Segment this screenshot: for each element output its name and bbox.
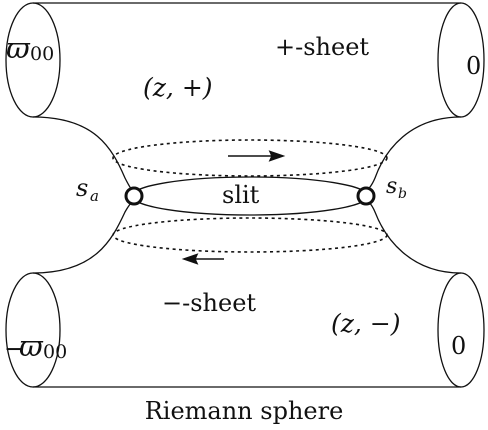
bottom-left-minus: − — [4, 334, 25, 363]
bottom-right-neck-curve — [361, 197, 462, 274]
sb-subscript: b — [398, 186, 407, 202]
top-right-zero: 0 — [466, 52, 481, 80]
top-left-varpi-subscript: 00 — [30, 43, 54, 65]
bottom-left-varpi: ϖ — [19, 329, 44, 363]
sa-label: s — [76, 174, 88, 202]
upper-dotted-loop — [112, 139, 388, 177]
top-left-varpi: ϖ — [6, 31, 31, 65]
minus-sheet-label: −-sheet — [162, 289, 256, 317]
z-plus-label: (z, +) — [143, 73, 213, 102]
bottom-left-varpi-subscript: 00 — [43, 341, 67, 363]
branch-point-sa — [124, 186, 144, 206]
right-arrow-head — [268, 150, 286, 162]
slit-label: slit — [222, 181, 260, 209]
z-minus-label: (z, −) — [331, 309, 401, 338]
left-arrow-head — [181, 253, 199, 265]
plus-sheet-label: +-sheet — [275, 33, 369, 61]
bottom-left-neck-curve — [32, 197, 139, 274]
branch-point-sb — [356, 186, 376, 206]
lower-dotted-loop — [112, 217, 388, 253]
bottom-right-zero: 0 — [451, 332, 466, 360]
sb-label: s — [386, 174, 397, 199]
bottom-right-tube-end — [437, 272, 485, 388]
caption: Riemann sphere — [145, 397, 344, 425]
top-right-neck-curve — [361, 116, 462, 195]
sa-subscript: a — [90, 187, 99, 205]
